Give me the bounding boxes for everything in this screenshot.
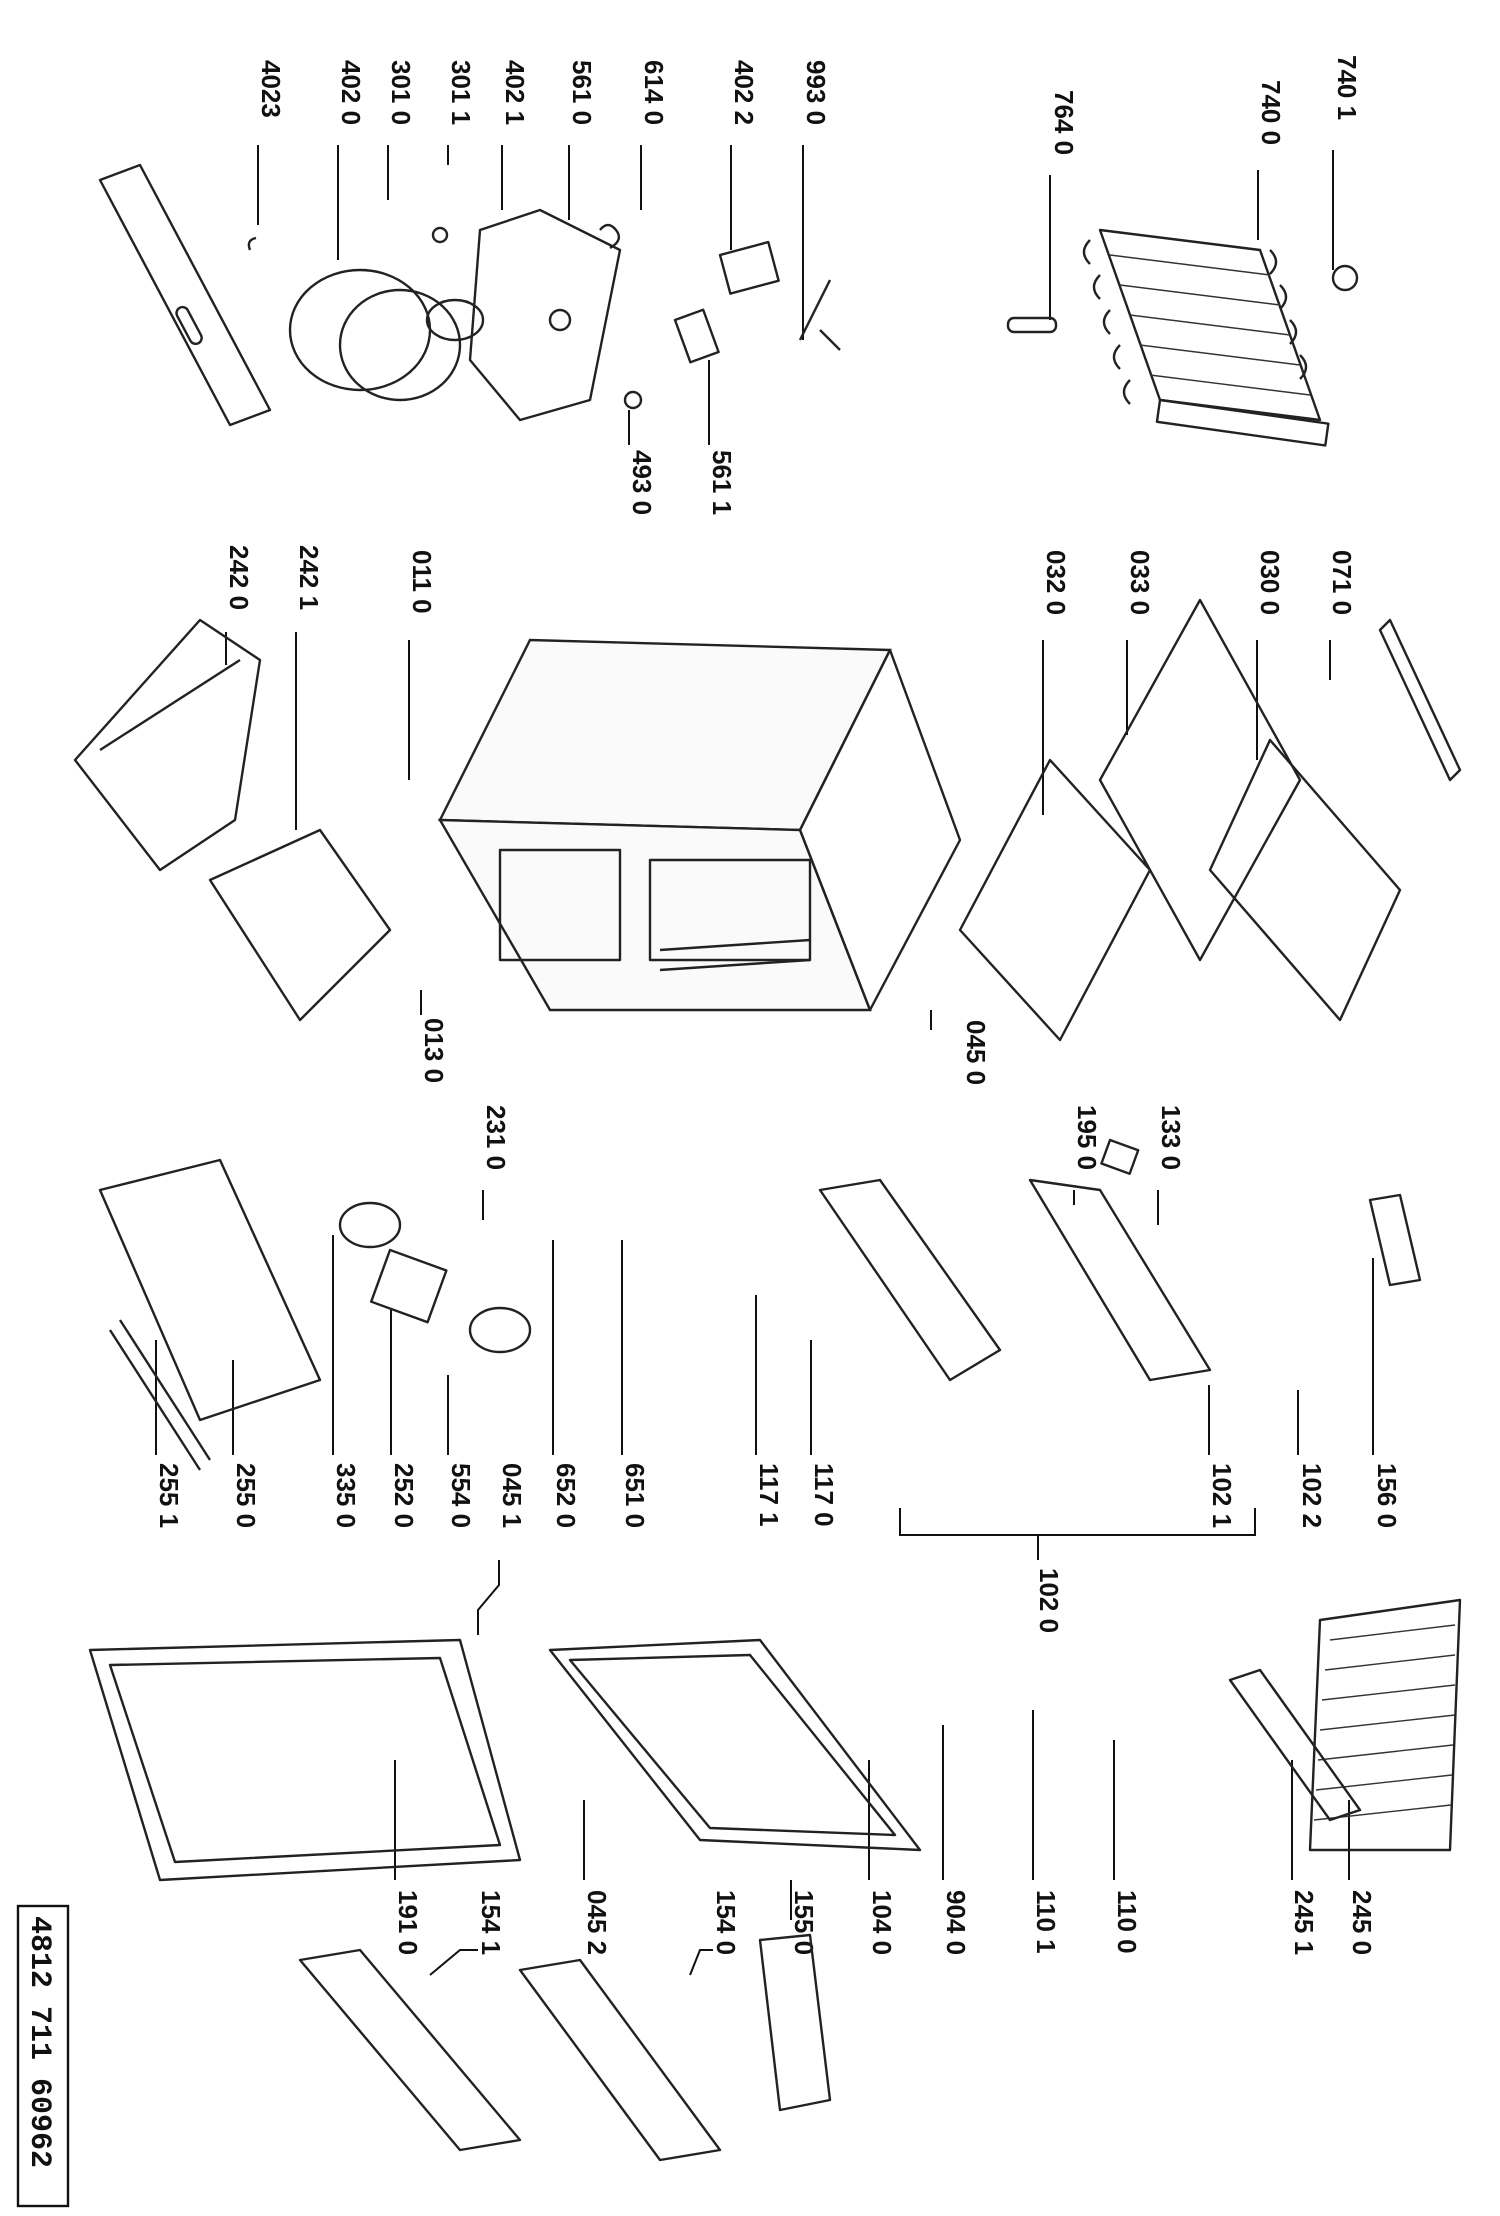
label-030-0: 030 0 [1255, 550, 1285, 615]
document-code-box: 4812 711 60962 [16, 1904, 70, 2208]
label-013-0: 013 0 [419, 1018, 449, 1083]
label-033-0: 033 0 [1125, 550, 1155, 615]
label-301-1: 301 1 [446, 60, 476, 125]
label-740-0: 740 0 [1256, 80, 1286, 145]
label-652-0: 652 0 [551, 1463, 581, 1528]
part-labels: 740 1 740 0 764 0 993 0 402 2 614 0 561 … [154, 55, 1402, 1955]
label-195-0: 195 0 [1072, 1105, 1102, 1170]
label-335-0: 335 0 [331, 1463, 361, 1528]
control-panel-parts [98, 1138, 1212, 1471]
label-255-1: 255 1 [154, 1463, 184, 1528]
label-045-0: 045 0 [961, 1020, 991, 1085]
label-045-1: 045 1 [497, 1463, 527, 1528]
label-156-0: 156 0 [1372, 1463, 1402, 1528]
label-245-1: 245 1 [1289, 1890, 1319, 1955]
label-252-0: 252 0 [389, 1463, 419, 1528]
leader-lines [155, 145, 1374, 1976]
label-651-0: 651 0 [620, 1463, 650, 1528]
cabinet-body [437, 638, 962, 1012]
label-561-0: 561 0 [567, 60, 597, 125]
evaporator-coil [1006, 228, 1359, 447]
label-104-0: 104 0 [867, 1890, 897, 1955]
label-117-0: 117 0 [809, 1463, 839, 1527]
label-242-0: 242 0 [224, 545, 254, 610]
label-493-0: 493 0 [627, 450, 657, 515]
wire-rack [1228, 1598, 1462, 1852]
label-764-0: 764 0 [1049, 90, 1079, 155]
label-110-0: 110 0 [1112, 1890, 1142, 1954]
label-4023: 4023 [256, 60, 286, 118]
label-402-2: 402 2 [729, 60, 759, 125]
label-904-0: 904 0 [941, 1890, 971, 1955]
label-155-0: 155 0 [789, 1890, 819, 1955]
label-154-0: 154 0 [711, 1890, 741, 1955]
label-071-0: 071 0 [1327, 550, 1357, 615]
label-117-1: 117 1 [754, 1463, 784, 1527]
door-bins [298, 1193, 1422, 2162]
crisper-drawers [73, 618, 392, 1022]
label-301-0: 301 0 [386, 60, 416, 125]
label-102-1: 102 1 [1207, 1463, 1237, 1528]
label-191-0: 191 0 [393, 1890, 423, 1955]
label-242-1: 242 1 [294, 545, 324, 610]
label-032-0: 032 0 [1041, 550, 1071, 615]
label-011-0: 011 0 [407, 550, 437, 614]
compressor-assembly [98, 163, 841, 427]
label-102-0: 102 0 [1034, 1568, 1064, 1633]
door-frames [88, 1638, 922, 1882]
label-110-1: 110 1 [1031, 1890, 1061, 1954]
label-402-1: 402 1 [500, 60, 530, 125]
label-561-1: 561 1 [707, 450, 737, 515]
label-993-0: 993 0 [801, 60, 831, 125]
label-154-1: 154 1 [476, 1890, 506, 1955]
label-402-0: 402 0 [336, 60, 366, 125]
label-255-0: 255 0 [231, 1463, 261, 1528]
label-614-0: 614 0 [639, 60, 669, 125]
label-740-1: 740 1 [1332, 55, 1362, 120]
label-102-2: 102 2 [1297, 1463, 1327, 1528]
document-code: 4812 711 60962 [22, 1916, 56, 2168]
label-045-2: 045 2 [582, 1890, 612, 1955]
label-245-0: 245 0 [1347, 1890, 1377, 1955]
label-554-0: 554 0 [446, 1463, 476, 1528]
label-231-0: 231 0 [481, 1105, 511, 1170]
shelves [958, 598, 1462, 1042]
label-133-0: 133 0 [1156, 1105, 1186, 1170]
